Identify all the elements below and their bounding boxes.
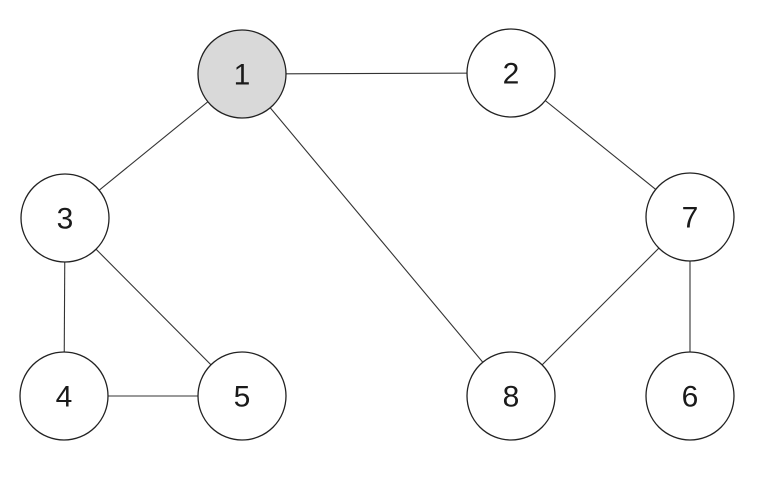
- graph-node-circle-1[interactable]: [197, 29, 287, 119]
- edges-layer: [63, 72, 691, 397]
- graph-node-7[interactable]: 7: [645, 172, 735, 262]
- graph-node-circle-4[interactable]: [19, 351, 109, 441]
- graph-edge-1-2: [241, 72, 512, 75]
- graph-node-1[interactable]: 1: [197, 29, 287, 119]
- graph-node-8[interactable]: 8: [466, 351, 556, 441]
- graph-node-circle-5[interactable]: [197, 351, 287, 441]
- graph-node-circle-2[interactable]: [466, 28, 556, 118]
- graph-node-4[interactable]: 4: [19, 351, 109, 441]
- graph-node-circle-3[interactable]: [20, 173, 110, 263]
- graph-edge-1-8: [241, 73, 512, 397]
- graph-node-circle-7[interactable]: [645, 172, 735, 262]
- graph-node-circle-6[interactable]: [645, 351, 735, 441]
- graph-node-3[interactable]: 3: [20, 173, 110, 263]
- graph-node-circle-8[interactable]: [466, 351, 556, 441]
- graph-node-2[interactable]: 2: [466, 28, 556, 118]
- graph-node-5[interactable]: 5: [197, 351, 287, 441]
- graph-node-6[interactable]: 6: [645, 351, 735, 441]
